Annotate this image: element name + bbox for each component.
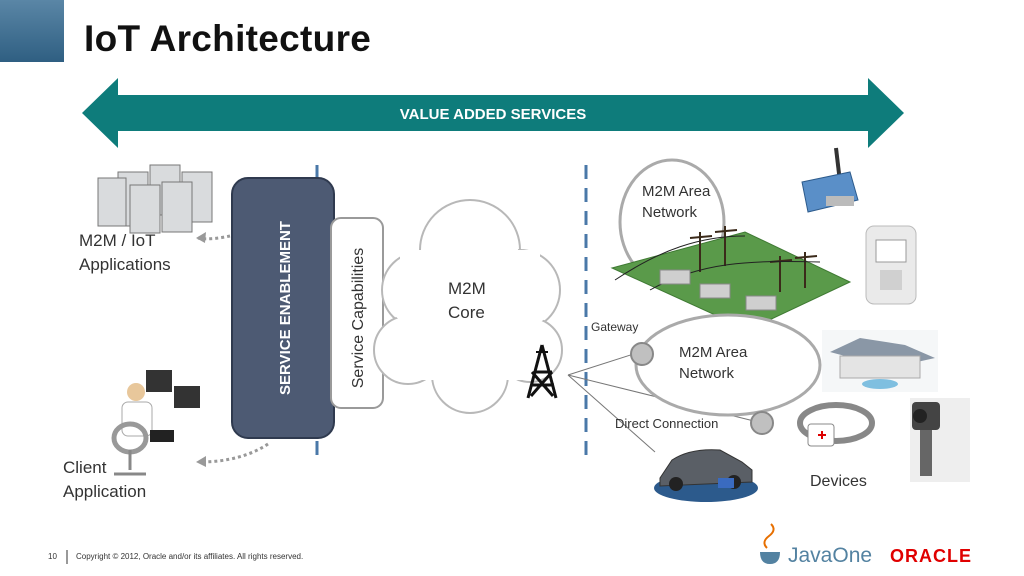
page-title: IoT Architecture <box>84 18 372 59</box>
client-application-label: Client Application <box>63 456 146 504</box>
core-label-line2: Core <box>448 303 485 322</box>
device-node <box>750 411 774 435</box>
applications-label: M2M / IoT Applications <box>79 229 171 277</box>
house-icon <box>822 330 938 392</box>
applications-label-line2: Applications <box>79 255 171 274</box>
area-network-top-line2: Network <box>642 204 698 221</box>
smart-meter-icon <box>865 225 917 305</box>
camera-icon <box>910 398 970 482</box>
devices-label: Devices <box>810 473 867 490</box>
car-icon <box>654 449 758 502</box>
operator-workstation-icon <box>111 370 200 476</box>
antenna-tower-icon <box>526 344 558 399</box>
value-added-services-label: VALUE ADDED SERVICES <box>400 106 586 123</box>
service-capabilities-box <box>330 217 384 409</box>
java-cup-icon <box>760 523 780 564</box>
m2m-area-network-bottom <box>634 313 822 417</box>
area-network-bottom-line1: M2M Area <box>679 344 748 361</box>
wristband-icon <box>797 402 875 447</box>
copyright-text: Copyright © 2012, Oracle and/or its affi… <box>76 552 304 561</box>
power-grid-icon <box>610 226 852 331</box>
area-network-top-line1: M2M Area <box>642 183 711 200</box>
gateway-label: Gateway <box>591 320 638 334</box>
javaone-logo: JavaOne <box>788 544 873 567</box>
client-arrow <box>199 442 269 464</box>
gateway-node <box>630 342 654 366</box>
router-device-icon <box>801 147 859 213</box>
service-capabilities-label: Service Capabilities <box>350 248 367 389</box>
server-rack-icon <box>97 164 213 234</box>
direct-connection-label: Direct Connection <box>615 416 718 431</box>
service-enablement-label: SERVICE ENABLEMENT <box>277 221 294 395</box>
area-network-bottom-line2: Network <box>679 365 735 382</box>
client-label-line2: Application <box>63 482 147 501</box>
value-added-services-arrow <box>82 78 904 148</box>
core-label-line1: M2M <box>448 279 486 298</box>
oracle-logo: ORACLE <box>890 546 972 566</box>
applications-arrow <box>197 234 231 241</box>
page-number: 10 <box>48 552 57 561</box>
corner-accent <box>0 0 64 62</box>
applications-label-line1: M2M / IoT <box>79 231 156 250</box>
client-label-line1: Client <box>63 458 107 477</box>
